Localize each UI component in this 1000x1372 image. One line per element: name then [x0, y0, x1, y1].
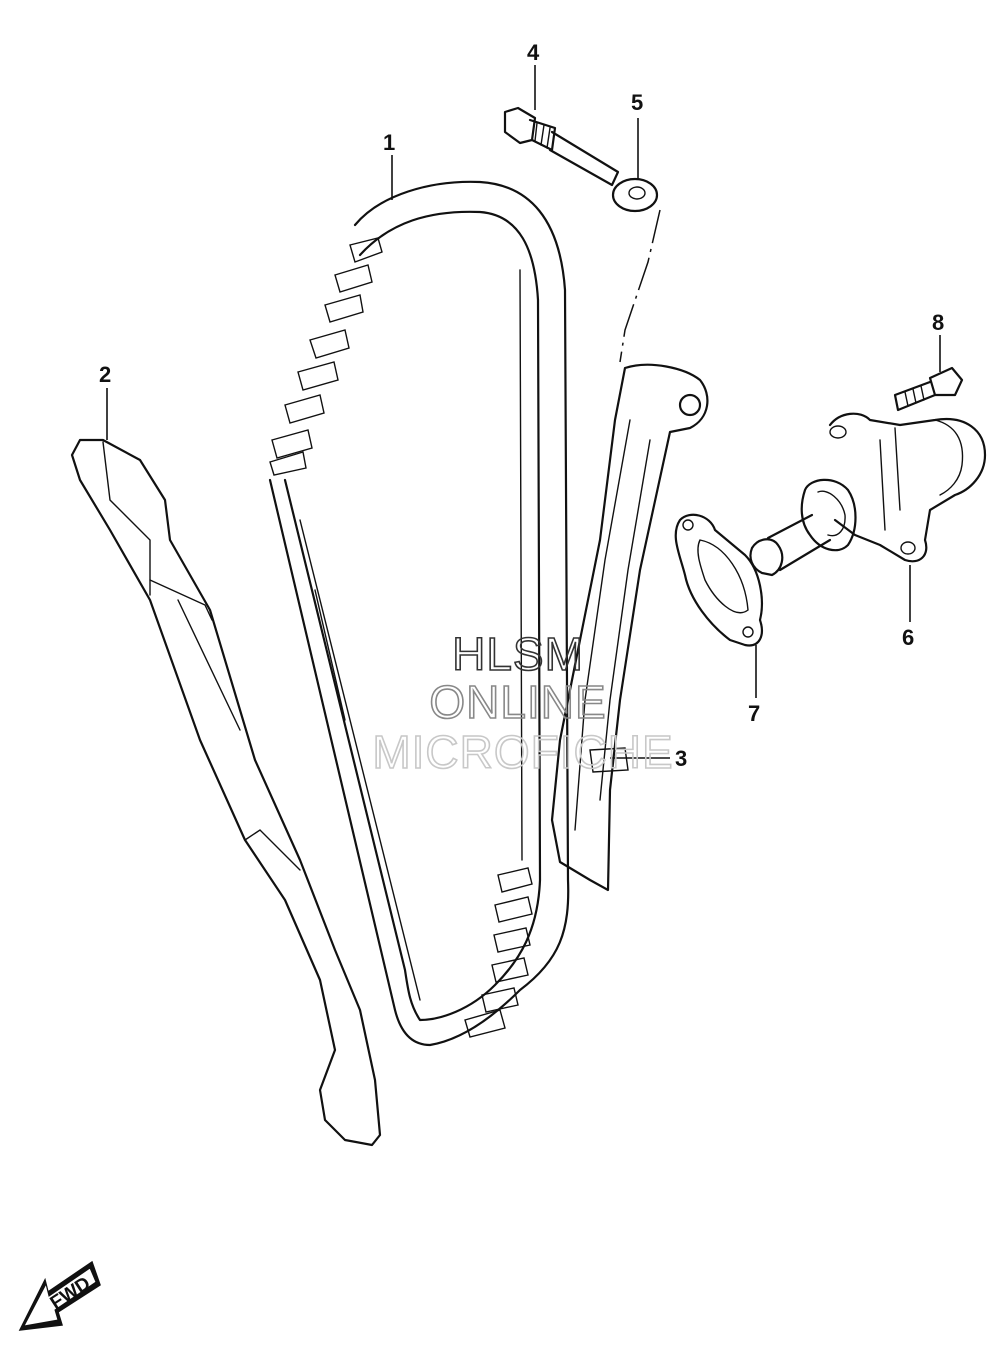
callout-8: 8	[932, 310, 944, 335]
callout-4: 4	[527, 40, 540, 65]
tensioner-adjuster-part-6	[749, 412, 987, 577]
callout-2: 2	[99, 362, 111, 387]
watermark-line-2: ONLINE	[429, 676, 606, 728]
chain-links-lower	[464, 867, 533, 1038]
watermark-line-1: HLSM	[452, 628, 584, 680]
callout-1: 1	[383, 130, 395, 155]
washer-part-5	[611, 177, 659, 213]
callout-7: 7	[748, 701, 760, 726]
tensioner-arm-part	[550, 363, 709, 892]
chain-guide-part	[70, 438, 382, 1147]
callout-3: 3	[675, 746, 687, 771]
alignment-line-bolt	[619, 209, 661, 363]
bolt-part-4	[503, 106, 620, 187]
bolt-part-8	[893, 366, 964, 412]
fwd-arrow-icon: FWD	[18, 1260, 101, 1331]
cam-chain-part	[268, 180, 570, 1047]
leader-lines	[106, 65, 941, 759]
gasket-part-7	[674, 513, 763, 647]
callout-5: 5	[631, 90, 643, 115]
watermark-line-3: MICROFICHE	[372, 726, 673, 778]
callout-6: 6	[902, 625, 914, 650]
watermark: HLSM ONLINE MICROFICHE	[372, 627, 674, 779]
chain-links-upper	[269, 237, 383, 476]
